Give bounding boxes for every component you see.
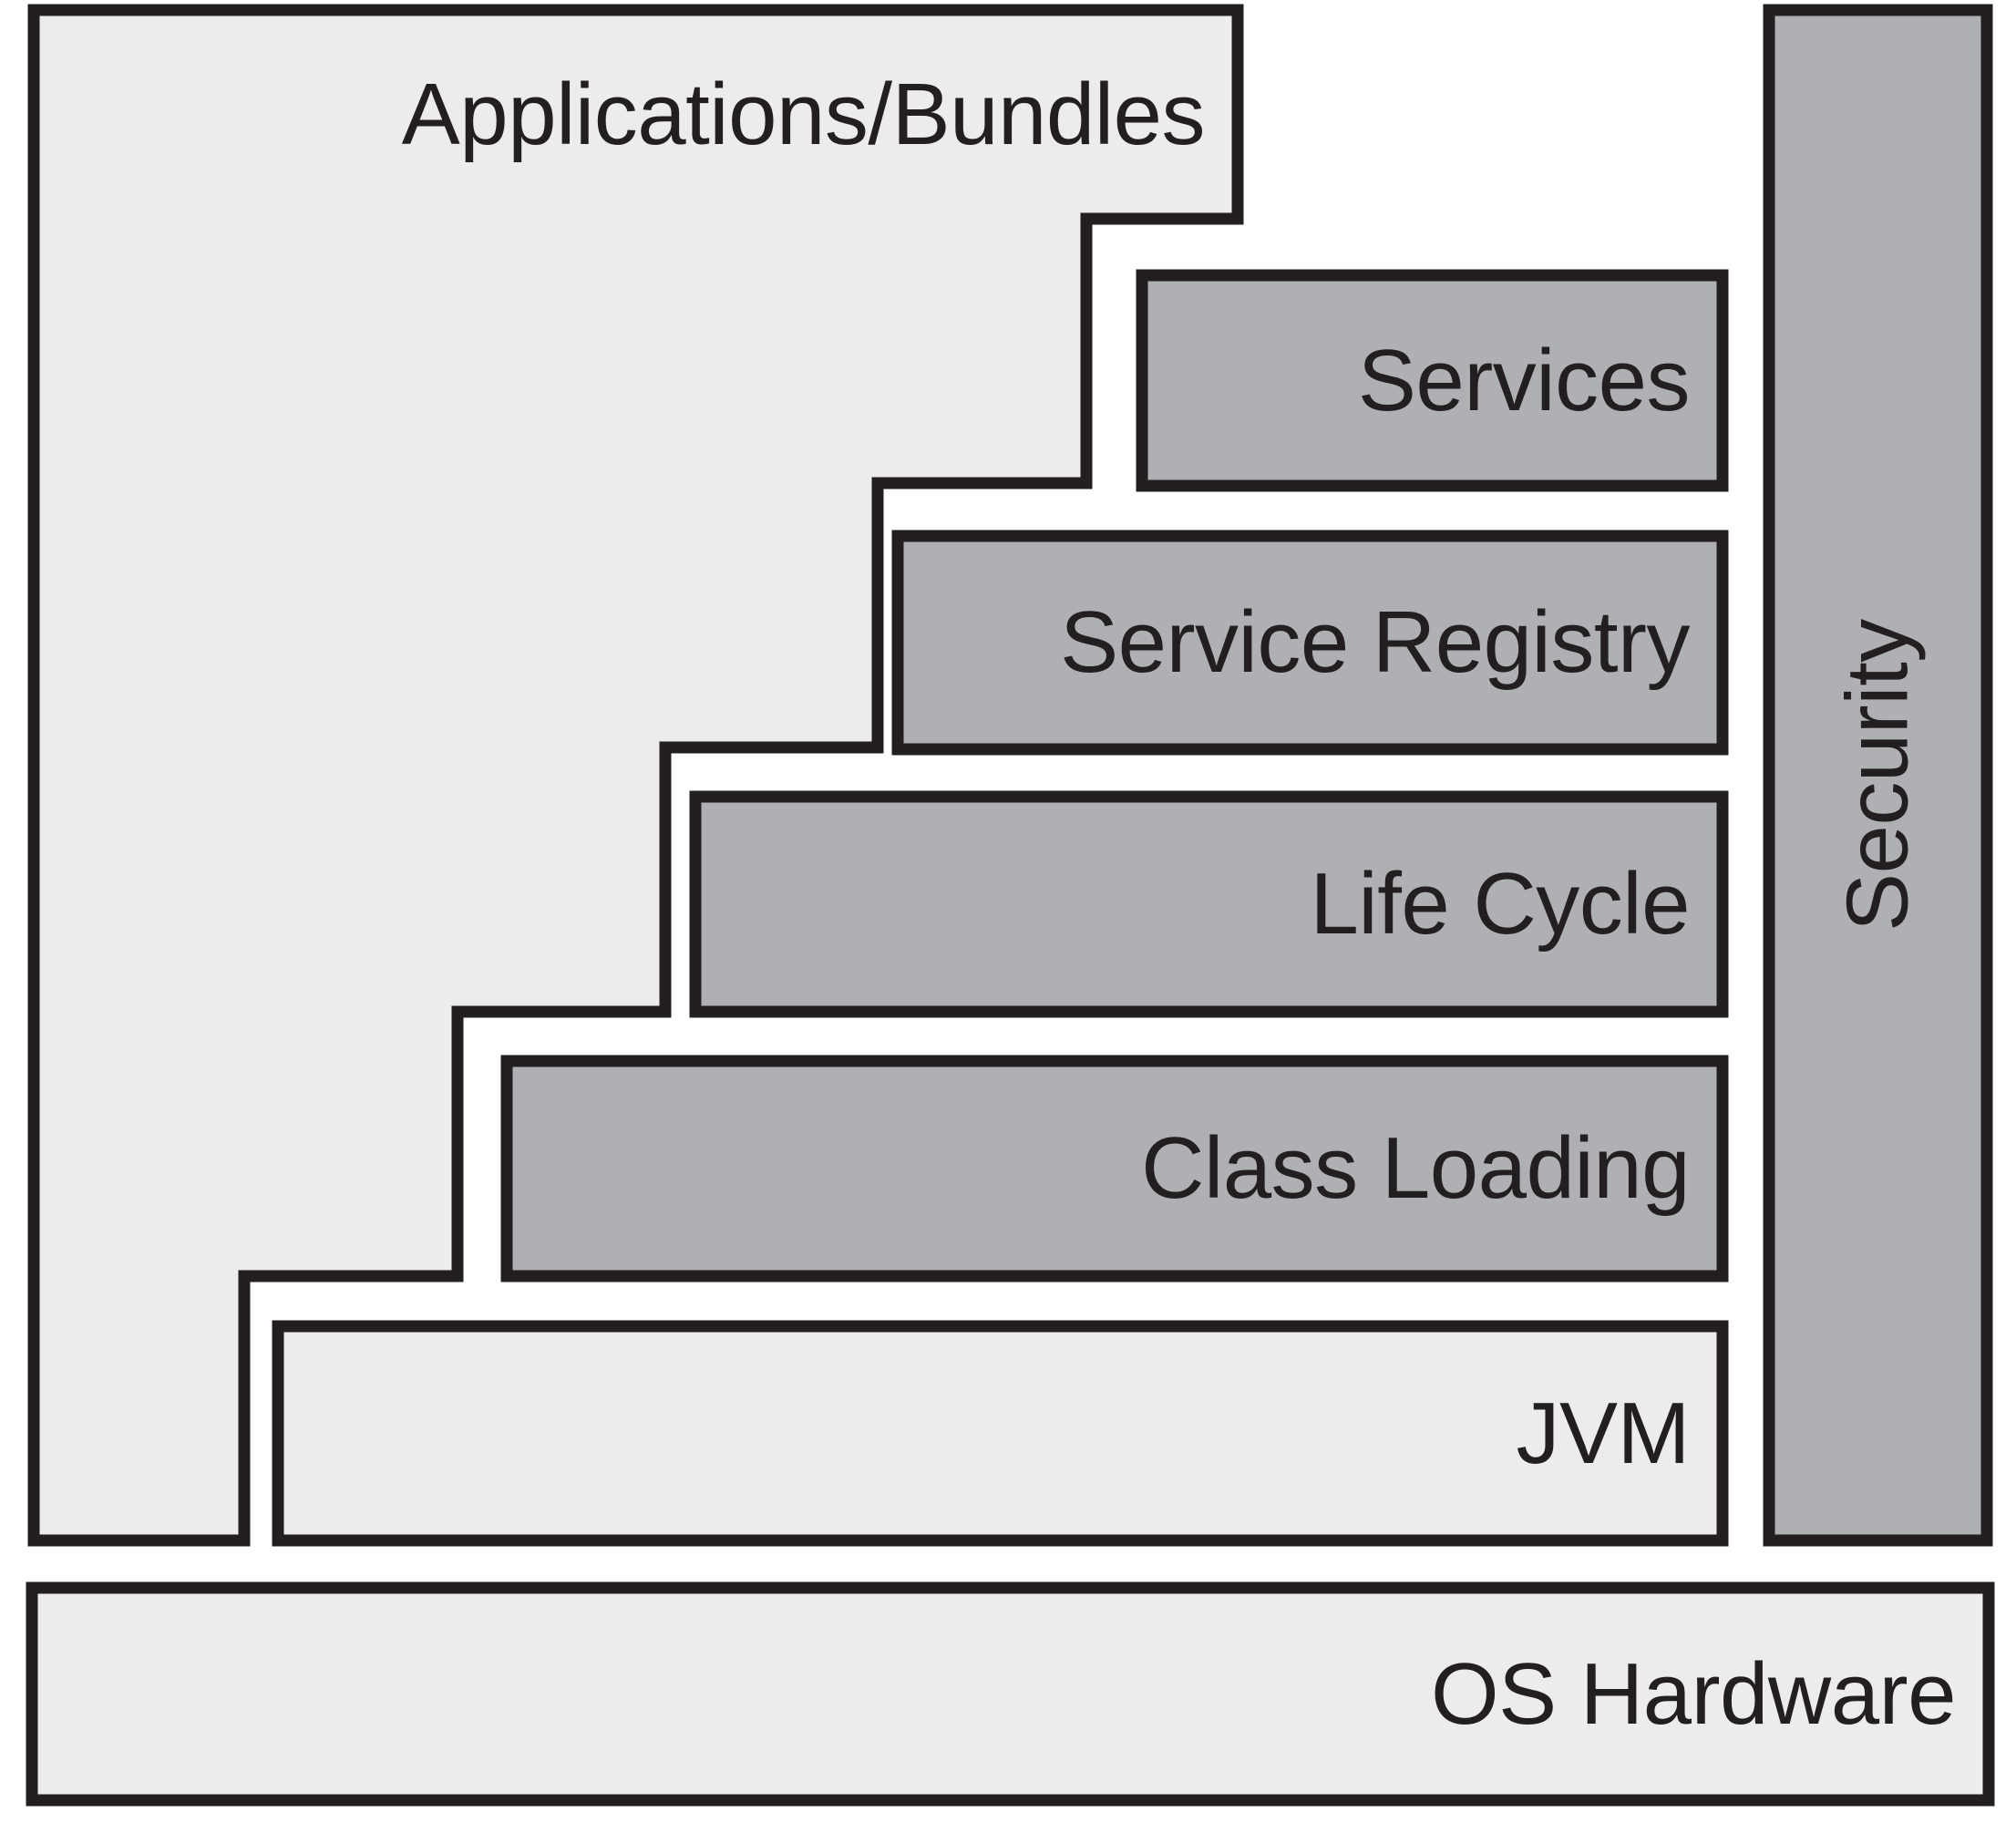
os-hardware-box bbox=[26, 1581, 1995, 1807]
life-cycle-box bbox=[689, 790, 1729, 1018]
staircase-outline bbox=[27, 4, 1244, 1547]
jvm-box bbox=[272, 1320, 1729, 1547]
service-registry-box bbox=[891, 530, 1729, 756]
class-loading-box bbox=[500, 1055, 1729, 1282]
services-box bbox=[1136, 269, 1729, 492]
security-box bbox=[1763, 4, 1993, 1547]
